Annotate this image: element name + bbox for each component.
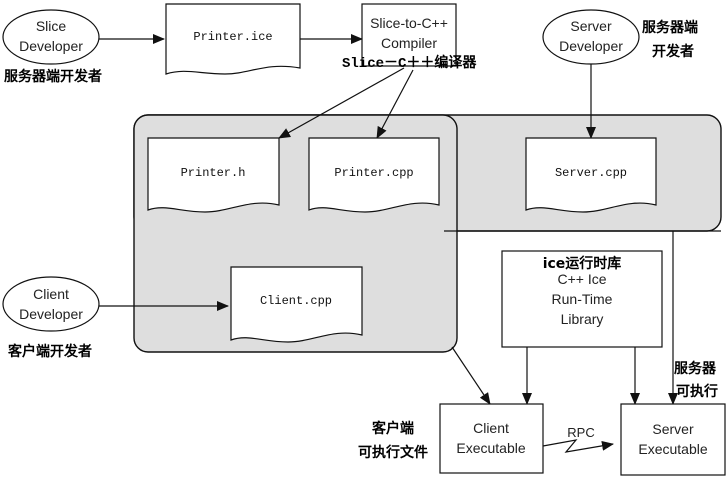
slice-developer-line2: Developer xyxy=(19,38,83,54)
compiler-line2: Compiler xyxy=(381,35,437,51)
server-cpp-document: Server.cpp xyxy=(525,137,657,213)
client-cpp-document: Client.cpp xyxy=(230,266,363,343)
rpc-label: RPC xyxy=(567,425,594,440)
server-executable-node: Server Executable xyxy=(620,403,726,476)
printer-h-label: Printer.h xyxy=(181,166,246,180)
server-exec-line1: Server xyxy=(652,421,694,437)
compiler-line1: Slice-to-C++ xyxy=(370,15,448,31)
server-exec-line2: Executable xyxy=(638,441,707,457)
server-developer-line2: Developer xyxy=(559,38,623,54)
printer-ice-document: Printer.ice xyxy=(165,3,301,75)
edge-compiler-to-printer-h xyxy=(278,67,405,139)
runtime-line3: Library xyxy=(561,311,604,327)
runtime-library-node: ice运行时库 C++ Ice Run-Time Library xyxy=(501,250,663,348)
client-exec-line2: Executable xyxy=(456,440,525,456)
edge-clientregion-to-client-exec xyxy=(451,346,491,405)
compiler-cn-label: Slice－C＋＋编译器 xyxy=(342,54,477,72)
server-cpp-label: Server.cpp xyxy=(555,166,627,180)
printer-h-document: Printer.h xyxy=(147,137,280,213)
client-executable-node: Client Executable xyxy=(439,403,544,474)
client-developer-line2: Developer xyxy=(19,306,83,322)
server-exec-cn-line1: 服务器 xyxy=(674,360,717,377)
edges xyxy=(99,34,678,453)
printer-ice-label: Printer.ice xyxy=(193,30,272,44)
client-developer-cn-label: 客户端开发者 xyxy=(7,343,92,360)
slice-developer-line1: Slice xyxy=(36,18,67,34)
client-exec-line1: Client xyxy=(473,420,509,436)
runtime-line1: C++ Ice xyxy=(557,271,606,287)
client-developer-line1: Client xyxy=(33,286,69,302)
slice-developer-node: Slice Developer xyxy=(2,9,100,65)
server-exec-cn-line2: 可执行 xyxy=(676,383,718,400)
printer-cpp-label: Printer.cpp xyxy=(334,166,413,180)
edge-compiler-to-printer-cpp xyxy=(376,69,414,139)
server-developer-line1: Server xyxy=(570,18,612,34)
client-developer-node: Client Developer xyxy=(2,276,100,332)
server-developer-cn-line2: 开发者 xyxy=(652,43,694,60)
compiler-node: Slice-to-C++ Compiler xyxy=(361,3,457,67)
slice-developer-cn-label: 服务器端开发者 xyxy=(4,68,102,85)
runtime-line2: Run-Time xyxy=(552,291,613,307)
printer-cpp-document: Printer.cpp xyxy=(308,137,440,213)
runtime-cn-label: ice运行时库 xyxy=(543,255,622,272)
client-cpp-label: Client.cpp xyxy=(260,294,332,308)
edge-rpc xyxy=(542,439,614,453)
server-developer-node: Server Developer xyxy=(542,9,640,65)
client-exec-cn-line2: 可执行文件 xyxy=(358,444,428,461)
server-developer-cn-line1: 服务器端 xyxy=(642,19,698,36)
client-exec-cn-line1: 客户端 xyxy=(371,420,414,437)
